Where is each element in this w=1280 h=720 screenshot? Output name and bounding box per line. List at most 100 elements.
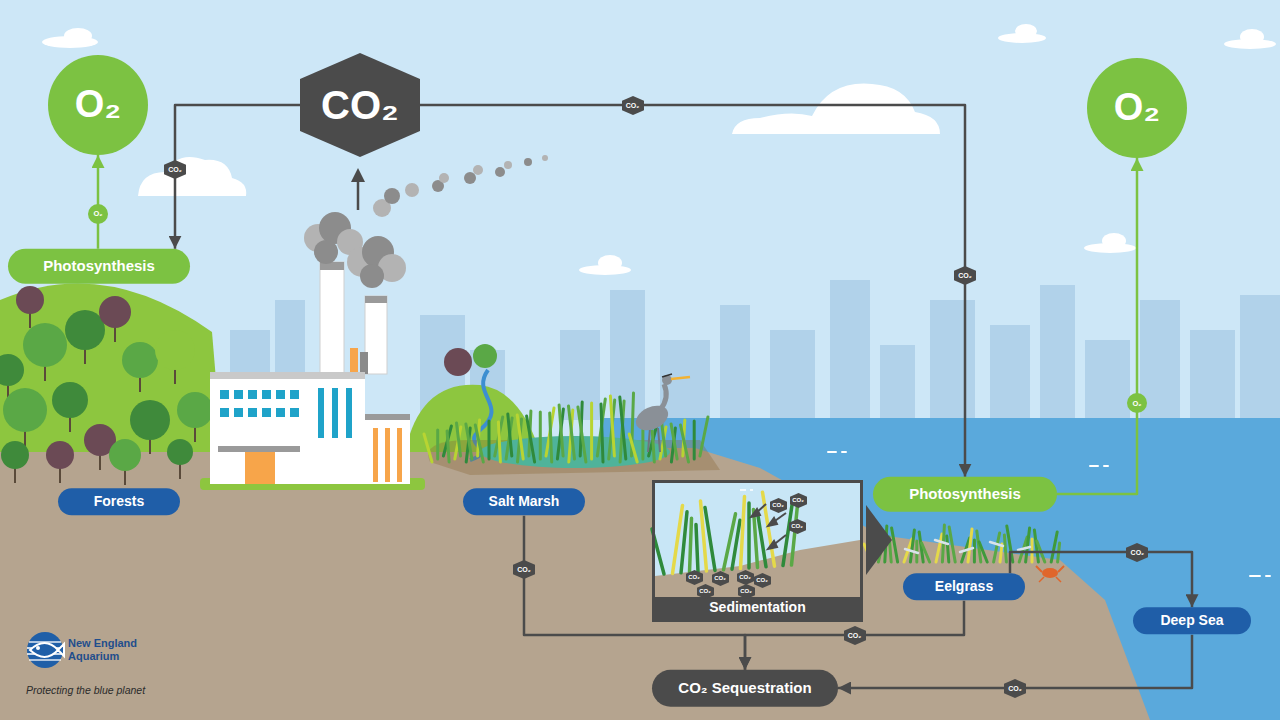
crab	[1036, 566, 1064, 582]
cloud-part	[732, 84, 940, 134]
carbon-badge: CO₂	[844, 626, 866, 645]
reeds-part	[457, 423, 461, 456]
sedimentation-inset-part-part	[696, 525, 698, 572]
badge-text: CO₂	[1008, 685, 1022, 692]
aquarium-logo-part	[27, 632, 63, 668]
city-skyline-part	[880, 345, 915, 420]
badge-outline-part	[164, 160, 186, 179]
factory-part-part	[262, 408, 271, 417]
forest-trees-part	[167, 439, 193, 465]
factory-part	[397, 428, 402, 482]
circle-outline-part	[48, 55, 148, 155]
factory-part-part	[220, 408, 229, 417]
badge-outline-part	[1127, 393, 1147, 413]
eelgrass-bed-part	[1031, 539, 1034, 562]
process-pill: Photosynthesis	[8, 249, 190, 284]
factory-part	[351, 168, 365, 182]
factory-part	[365, 296, 387, 374]
heron-part	[662, 375, 672, 385]
oxygen-badge: O₂	[1127, 393, 1147, 413]
water-ripple	[828, 452, 1270, 576]
badge-text: CO₂	[626, 102, 640, 109]
sink-pill: CO₂ Sequestration	[652, 670, 838, 707]
ground	[0, 448, 1150, 720]
cloud-part	[138, 157, 246, 196]
aquarium-logo-part	[30, 643, 64, 657]
node-text: O₂	[75, 84, 121, 126]
oxygen-badge: O₂	[88, 204, 108, 224]
reeds-part	[671, 424, 677, 459]
salt-marsh	[428, 344, 720, 475]
forest-trees-part	[65, 310, 105, 350]
reeds-part	[550, 413, 552, 462]
water-ripple-part	[842, 451, 846, 453]
eelgrass-bed-part	[892, 528, 898, 562]
reeds-part	[475, 425, 483, 462]
reeds-part	[539, 412, 542, 459]
forest-trees-part	[0, 354, 24, 386]
forest-trees-part	[99, 296, 131, 328]
city-skyline-part	[560, 330, 600, 420]
eelgrass-bed-part	[994, 533, 1000, 562]
reeds-part	[681, 425, 689, 462]
process-pill: Photosynthesis	[873, 477, 1057, 512]
factory-part-part	[234, 408, 243, 417]
reeds-part	[488, 421, 491, 459]
eelgrass-bed-part	[936, 534, 942, 562]
habitat-label: Salt Marsh	[463, 488, 585, 515]
city-skyline-part	[1190, 330, 1235, 420]
smoke-part	[542, 155, 548, 161]
sedimentation-inset-part	[652, 492, 798, 574]
sedimentation-inset-part-part	[768, 541, 777, 549]
heron	[632, 374, 690, 452]
eelgrass-bed-part	[973, 540, 976, 562]
factory-part-part	[318, 388, 324, 438]
smoke-part	[314, 240, 338, 264]
flow-connector	[97, 155, 100, 249]
factory-part	[210, 372, 365, 379]
factory-part	[220, 388, 352, 438]
badge-outline-part	[697, 584, 714, 599]
node-text: CO₂ Sequestration	[678, 680, 811, 697]
crab-part	[1058, 566, 1064, 572]
badge-text: CO₂	[792, 497, 804, 503]
eelgrass-bed	[864, 525, 1060, 562]
badge-outline-part	[686, 570, 703, 585]
forest-trees-part	[122, 342, 158, 378]
reeds-part	[590, 403, 593, 459]
eelgrass-bed-part	[910, 530, 914, 562]
city-skyline-part	[1085, 340, 1130, 420]
eelgrass-bed-part	[922, 543, 930, 562]
inset-box: Sedimentation	[652, 480, 863, 622]
crab-part	[1042, 568, 1058, 578]
node-text: Photosynthesis	[909, 486, 1021, 503]
factory-part-part	[248, 390, 257, 399]
city-skyline-part	[720, 305, 750, 420]
node-text: Photosynthesis	[43, 258, 155, 275]
factory-part	[365, 418, 410, 484]
reeds-part	[578, 407, 586, 462]
eelgrass-bed-part	[968, 529, 972, 562]
flow-connector	[1010, 552, 1192, 607]
city-skyline-part	[770, 330, 815, 420]
sedimentation-inset-part-part	[751, 509, 760, 517]
heron-part	[632, 401, 672, 435]
eelgrass-bed-part	[947, 536, 949, 562]
carbon-badge: CO₂	[1126, 543, 1148, 562]
carbon-badge: CO₂	[513, 560, 535, 579]
reeds-part	[447, 431, 449, 462]
node-text: Deep Sea	[1160, 613, 1223, 628]
water-ripple-part	[828, 451, 836, 453]
badge-text: CO₂	[791, 523, 803, 529]
cloud-part	[1015, 24, 1037, 38]
node-text: Forests	[94, 494, 145, 509]
badge-outline-part	[738, 584, 755, 599]
aquarium-logo	[27, 632, 64, 668]
factory-part	[320, 262, 344, 374]
badge-text: CO₂	[740, 588, 752, 594]
badge-outline-part	[754, 573, 771, 588]
forest-trees-part	[3, 388, 47, 432]
factory-part-part	[290, 408, 299, 417]
city-skyline-part	[990, 325, 1030, 420]
